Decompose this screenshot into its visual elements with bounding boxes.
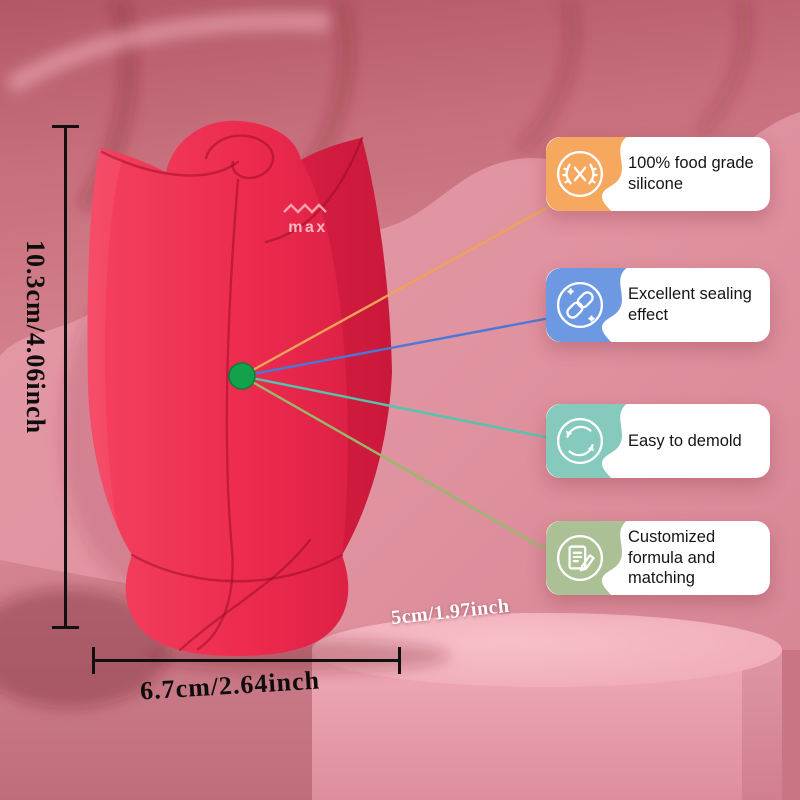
height-dimension-line [64,127,67,628]
height-dimension-cap-top [52,125,79,128]
feature-card-food-grade: 100% food grade silicone [546,137,770,211]
feature-label: Excellent sealing effect [628,285,752,324]
recycle-arrows-icon [556,417,604,465]
fabric-drape [0,0,800,356]
feature-label: Customized formula and matching [628,528,716,588]
brand-zigzag [283,203,327,214]
feature-card-formula: Customized formula and matching [546,521,770,595]
connector-line-1 [240,204,552,378]
pedestal-top [312,613,782,687]
width-dimension-line [92,659,401,662]
brand-logo: max [288,219,328,236]
feature-label: Easy to demold [628,431,742,450]
height-dimension-label: 10.3cm/4.06inch [21,240,50,435]
connector-line-2 [240,316,552,378]
width-dimension-cap-right [398,647,401,674]
rose-bud-spiral [204,134,275,180]
feature-card-sealing: Excellent sealing effect [546,268,770,342]
width-dimension-cap-left [92,647,95,674]
feature-accent-shape [546,137,627,211]
connector-line-4 [240,374,552,554]
feature-card-demold: Easy to demold [546,404,770,478]
feature-accent-shape [546,404,627,478]
pointer-dot [228,362,256,390]
connector-line-3 [240,374,552,440]
laurel-badge-icon [556,150,604,198]
document-pencil-icon [556,534,604,582]
chain-link-icon [556,281,604,329]
height-dimension-cap-bottom [52,626,79,629]
feature-label: 100% food grade silicone [628,154,754,193]
